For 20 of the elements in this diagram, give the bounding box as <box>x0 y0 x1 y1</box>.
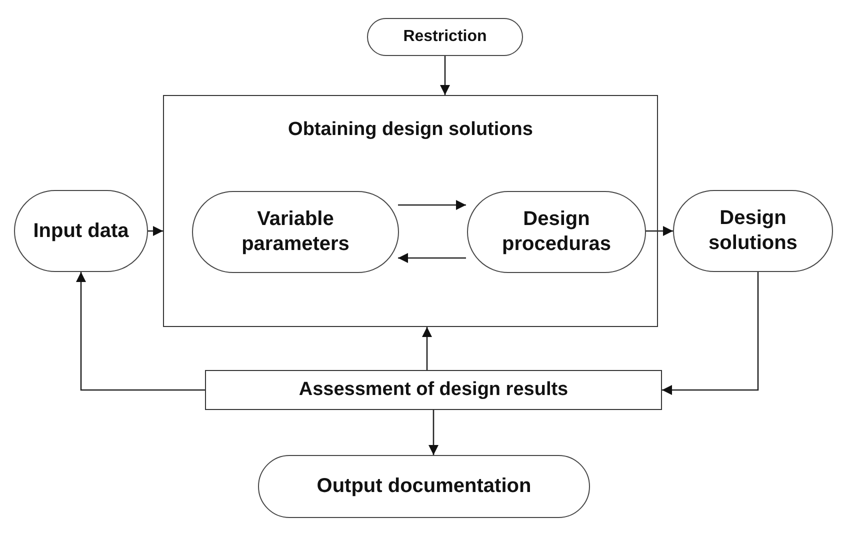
arrow <box>662 272 759 395</box>
container-title: Obtaining design solutions <box>287 118 534 142</box>
node-label: Output documentation <box>316 474 532 499</box>
arrow <box>76 272 205 391</box>
process-box <box>205 370 662 410</box>
arrow <box>398 200 466 210</box>
process-container <box>163 95 658 327</box>
node-label: Variable parameters <box>240 207 350 257</box>
arrow <box>440 56 450 95</box>
node-label: Design proceduras <box>501 207 612 257</box>
arrow <box>645 226 673 236</box>
arrow <box>422 327 432 370</box>
node-label: Restriction <box>402 27 488 47</box>
arrow <box>398 253 466 263</box>
arrow <box>428 410 438 455</box>
node-label: Assessment of design results <box>298 378 570 402</box>
node-label: Design solutions <box>708 206 798 256</box>
node-label: Input data <box>32 218 130 244</box>
arrow <box>148 226 163 236</box>
terminal-node <box>367 18 523 56</box>
